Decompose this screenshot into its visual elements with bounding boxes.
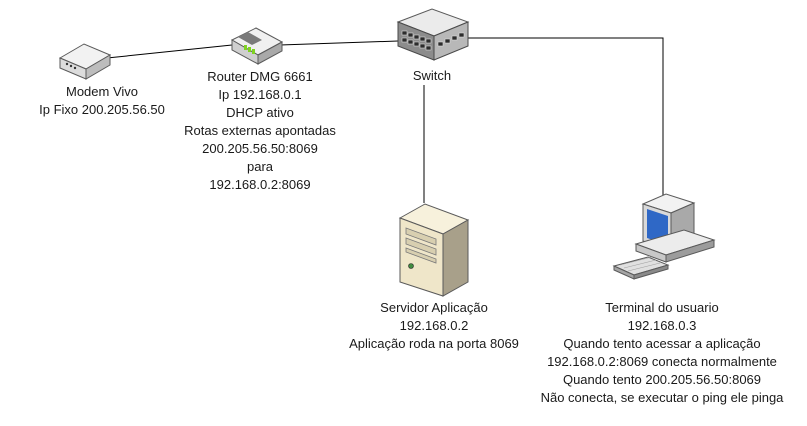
switch-label-line: Switch	[412, 68, 452, 83]
router-label-line: Router DMG 6661	[207, 69, 313, 84]
router-icon	[230, 27, 284, 65]
router-label: Router DMG 6661 Ip 192.168.0.1 DHCP ativ…	[184, 68, 336, 194]
switch-icon	[396, 8, 470, 61]
router-label-line: para	[246, 159, 274, 174]
server-label-line: Servidor Aplicação	[380, 300, 488, 315]
server-icon	[398, 203, 470, 297]
router-label-line: Rotas externas apontadas	[184, 123, 336, 138]
terminal-label-line: 192.168.0.3	[627, 318, 697, 333]
link-router-switch	[279, 40, 399, 46]
router-label-line: DHCP ativo	[226, 105, 294, 120]
modem-icon	[58, 43, 112, 80]
terminal-label-line: 192.168.0.2:8069 conecta normalmente	[547, 354, 777, 369]
router-label-line: Ip 192.168.0.1	[218, 87, 302, 102]
server-label-line: Aplicação roda na porta 8069	[349, 336, 519, 351]
router-label-line: 192.168.0.2:8069	[209, 177, 311, 192]
terminal-label-line: Quando tento acessar a aplicação	[563, 336, 761, 351]
router-label-line: 200.205.56.50:8069	[202, 141, 318, 156]
switch-label: Switch	[413, 67, 451, 85]
terminal-label: Terminal do usuario 192.168.0.3 Quando t…	[541, 299, 784, 407]
server-label-line: 192.168.0.2	[399, 318, 469, 333]
server-label: Servidor Aplicação 192.168.0.2 Aplicação…	[349, 299, 519, 353]
terminal-label-line: Quando tento 200.205.56.50:8069	[562, 372, 762, 387]
terminal-label-line: Terminal do usuario	[605, 300, 719, 315]
modem-label-line: Ip Fixo 200.205.56.50	[39, 102, 165, 117]
terminal-label-line: Não conecta, se executar o ping ele ping…	[540, 390, 784, 405]
link-switch-terminal	[466, 37, 664, 196]
modem-label: Modem Vivo Ip Fixo 200.205.56.50	[39, 83, 165, 119]
computer-icon	[612, 193, 716, 280]
link-modem-router	[106, 44, 233, 59]
modem-label-line: Modem Vivo	[65, 84, 139, 99]
